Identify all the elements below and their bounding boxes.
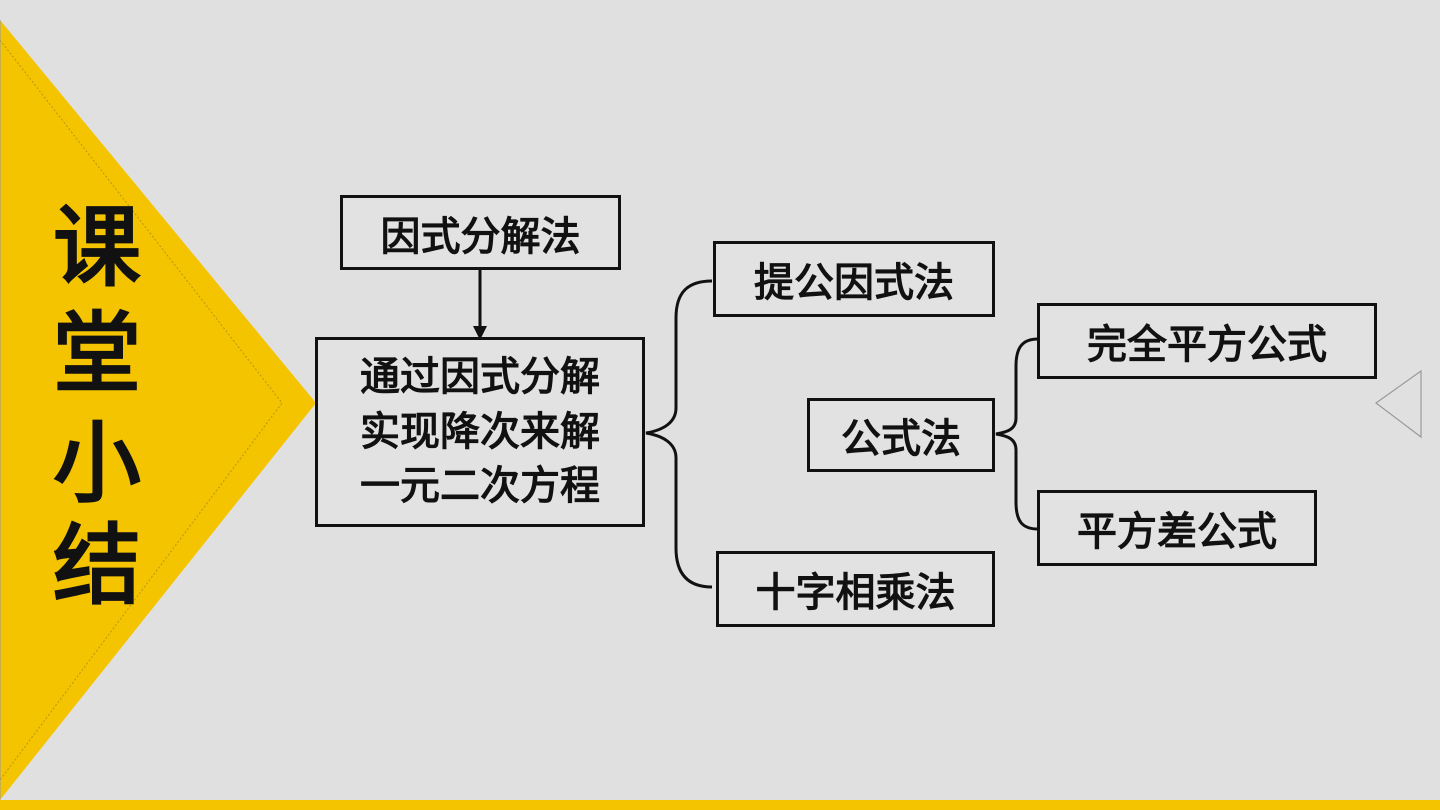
node-cross-multiplication: 十字相乘法 xyxy=(716,551,995,627)
node-common-factor-method: 提公因式法 xyxy=(713,241,995,317)
side-title-char-3: 小 xyxy=(52,412,141,515)
main-line-1: 通过因式分解 xyxy=(360,354,600,401)
node-perfect-square-formula: 完全平方公式 xyxy=(1037,303,1377,379)
side-title-char-4: 结 xyxy=(52,514,141,617)
bottom-accent-bar xyxy=(0,800,1440,810)
main-line-3: 一元二次方程 xyxy=(360,463,600,510)
main-line-2: 实现降次来解 xyxy=(360,408,600,455)
node-factorization-method: 因式分解法 xyxy=(340,195,621,270)
side-title-char-1: 课 xyxy=(52,196,141,299)
side-title-char-2: 堂 xyxy=(52,302,141,405)
node-difference-of-squares: 平方差公式 xyxy=(1037,490,1317,566)
prev-triangle-icon[interactable] xyxy=(1372,365,1432,445)
node-main-description: 通过因式分解 实现降次来解 一元二次方程 xyxy=(315,337,645,527)
node-formula-method: 公式法 xyxy=(807,398,995,472)
